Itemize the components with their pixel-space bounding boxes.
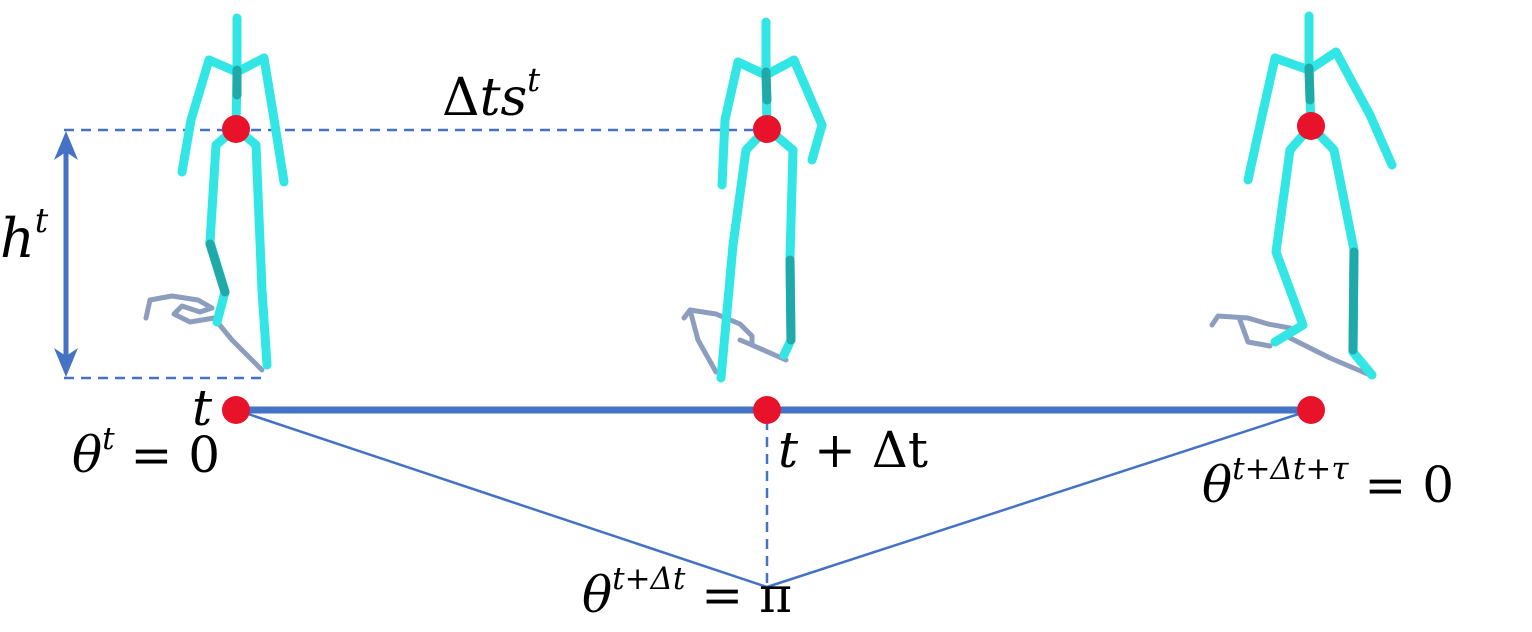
time-start-label: t [192,383,212,433]
theta-start-sup: t [102,420,115,457]
pelvis-marker-1 [222,115,250,143]
displacement-label-base: ts [479,68,528,128]
timeline-marker-end [1297,396,1325,424]
height-label: ht [0,204,48,266]
theta-end-label: θt+Δt+τ = 0 [1202,453,1454,510]
pelvis-marker-3 [1297,112,1325,140]
height-arrow-icon [54,131,78,377]
theta-symbol: θ [1202,456,1233,514]
pelvis-marker-2 [753,115,781,143]
theta-mid-rhs: = π [685,566,792,624]
skeleton-figure-1 [143,13,289,373]
shadow-icon [1209,313,1373,378]
delta-symbol: Δ [442,68,480,128]
displacement-label: Δtst [442,64,540,124]
height-reference-lines [64,128,769,585]
theta-end-rhs: = 0 [1348,456,1455,514]
phase-curve [235,408,1312,589]
height-label-sup: t [34,200,49,240]
shadow-icon [143,293,265,373]
theta-symbol: θ [72,426,103,484]
displacement-label-sup: t [527,60,541,99]
time-mid-a: t [778,421,799,479]
skeleton-figure-3 [1209,11,1397,380]
pelvis-markers [222,112,1325,143]
height-label-base: h [0,207,35,270]
timeline-marker-t [222,396,250,424]
theta-start-rhs: = 0 [114,426,221,484]
time-start-text: t [192,379,213,437]
time-mid-op: + [798,421,872,479]
timeline-marker-t-plus-dt [753,396,781,424]
theta-mid-label: θt+Δt = π [582,563,792,620]
theta-end-sup: t+Δt+τ [1232,450,1349,487]
timeline-markers [222,396,1325,424]
time-mid-label: t + Δt [778,425,928,475]
skeleton-figure-2 [681,17,827,383]
time-mid-b: Δt [871,421,928,479]
shadow-icon [681,307,789,375]
theta-start-label: θt = 0 [72,423,220,480]
theta-symbol: θ [582,566,613,624]
theta-mid-sup: t+Δt [612,560,686,597]
